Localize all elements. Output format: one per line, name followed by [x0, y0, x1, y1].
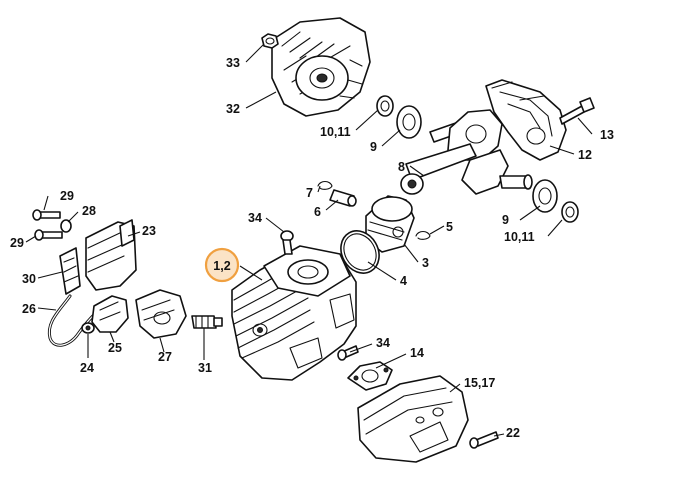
callout-label-34-top[interactable]: 34 [248, 211, 262, 225]
screw-top-part[interactable] [280, 230, 294, 255]
callout-label-4[interactable]: 4 [400, 274, 407, 288]
grommet-part[interactable] [81, 322, 95, 334]
ignition-lead-part[interactable] [47, 294, 106, 347]
callout-label-29-bottom[interactable]: 29 [10, 236, 24, 250]
callout-label-27[interactable]: 27 [158, 350, 172, 364]
callout-label-1-2: 1,2 [213, 259, 230, 273]
callout-label-5-right[interactable]: 5 [446, 220, 453, 234]
callout-label-13[interactable]: 13 [600, 128, 614, 142]
screw-lower-part[interactable] [337, 345, 359, 361]
flywheel-nut-part[interactable] [261, 33, 279, 49]
muffler-screw-part[interactable] [469, 431, 499, 449]
intake-boot-part[interactable] [135, 289, 187, 339]
leader-lines [25, 43, 593, 437]
callout-label-28[interactable]: 28 [82, 204, 96, 218]
callout-label-9-bottom[interactable]: 9 [502, 213, 509, 227]
gasket-part[interactable] [347, 361, 393, 391]
callout-label-33[interactable]: 33 [226, 56, 240, 70]
spacer-part[interactable] [60, 219, 72, 233]
bearing-left-part[interactable] [396, 105, 422, 139]
callout-label-23[interactable]: 23 [142, 224, 156, 238]
callout-labels: 33 32 10,11 9 8 13 12 7 6 5 3 4 34 9 10,… [10, 56, 614, 440]
ignition-screw-lower-part[interactable] [34, 229, 63, 241]
seal-left-part[interactable] [376, 95, 394, 117]
ignition-module-part[interactable] [85, 219, 137, 291]
callout-label-10-11-bottom[interactable]: 10,11 [504, 230, 535, 244]
callout-label-22[interactable]: 22 [506, 426, 520, 440]
seal-right-part[interactable] [561, 201, 579, 223]
callout-label-24[interactable]: 24 [80, 361, 94, 375]
bracket-part[interactable] [59, 247, 81, 295]
callout-label-9-top[interactable]: 9 [370, 140, 377, 154]
callout-label-6[interactable]: 6 [314, 205, 321, 219]
circlip-lower-part[interactable] [415, 230, 431, 240]
callout-label-8[interactable]: 8 [398, 160, 405, 174]
callout-label-29-top[interactable]: 29 [60, 189, 74, 203]
callout-label-26[interactable]: 26 [22, 302, 36, 316]
callout-label-25[interactable]: 25 [108, 341, 122, 355]
callout-label-15-17[interactable]: 15,17 [464, 376, 495, 390]
callout-label-7[interactable]: 7 [306, 186, 313, 200]
ignition-screw-upper-part[interactable] [32, 209, 61, 221]
crankcase-screw-part[interactable] [559, 97, 595, 125]
spark-plug-part[interactable] [191, 315, 223, 329]
muffler-part[interactable] [357, 375, 469, 463]
spark-plug-boot-part[interactable] [91, 295, 129, 333]
callout-label-14[interactable]: 14 [410, 346, 424, 360]
callout-label-32[interactable]: 32 [226, 102, 240, 116]
crankcase-part[interactable] [485, 79, 567, 161]
circlip-upper-part[interactable] [317, 180, 333, 190]
callout-label-34-bottom[interactable]: 34 [376, 336, 390, 350]
piston-part[interactable] [365, 195, 415, 253]
callout-label-12[interactable]: 12 [578, 148, 592, 162]
bearing-right-part[interactable] [532, 179, 558, 213]
piston-pin-part[interactable] [329, 189, 357, 207]
callout-label-10-11-top[interactable]: 10,11 [320, 125, 351, 139]
cylinder-part[interactable] [231, 245, 357, 381]
callout-label-30[interactable]: 30 [22, 272, 36, 286]
crankshaft-part[interactable] [400, 109, 533, 195]
highlighted-callout-cylinder[interactable]: 1,2 [204, 247, 240, 283]
flywheel-part[interactable] [271, 17, 371, 117]
callout-label-3[interactable]: 3 [422, 256, 429, 270]
callout-label-31[interactable]: 31 [198, 361, 212, 375]
